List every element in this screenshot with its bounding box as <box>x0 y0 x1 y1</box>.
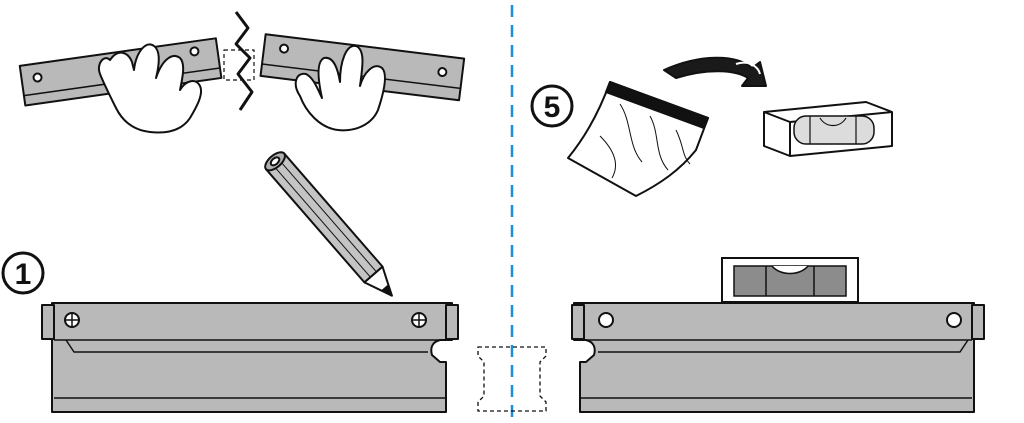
curved-arrow-icon <box>663 56 767 87</box>
step-5-number: 5 <box>544 91 561 124</box>
step-1-number: 1 <box>15 258 32 291</box>
step-5-badge: 5 <box>530 84 574 128</box>
level-on-rail <box>721 257 859 303</box>
step-1-badge: 1 <box>1 251 45 295</box>
connector-piece-icon <box>477 346 547 412</box>
bag-icon <box>567 81 709 197</box>
pencil-icon <box>264 151 393 297</box>
right-rail <box>571 302 985 413</box>
hands-snapping-rail-icon <box>18 11 466 134</box>
left-rail <box>41 302 459 413</box>
bubble-level-icon <box>763 101 893 157</box>
